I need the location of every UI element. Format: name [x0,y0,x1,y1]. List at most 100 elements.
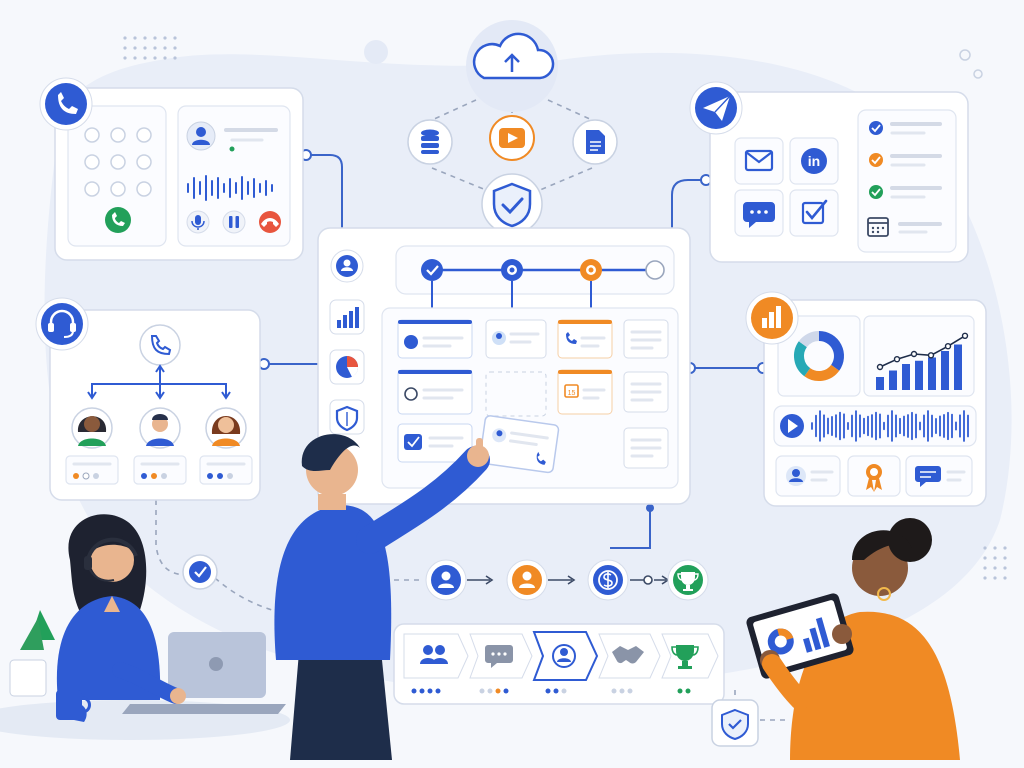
shield-icon [335,405,359,432]
hang-up-button[interactable] [259,211,281,233]
kanban-card-call[interactable] [557,319,613,359]
agent-man-avatar[interactable] [139,407,181,449]
headset-icon [49,309,75,327]
dot-grid-top-left [123,36,177,60]
central-crm-board: 15 [317,227,691,505]
chat-bubble-icon [743,202,775,228]
messaging-panel: in [689,81,969,263]
trophy-icon [681,572,695,591]
journey-step-won[interactable] [667,559,709,601]
pipeline-step-pending[interactable] [645,260,665,280]
keypad[interactable] [84,127,152,197]
analytics-chat-tile[interactable] [905,455,973,497]
journey-step-lead[interactable] [425,559,467,601]
customer-journey-steps [425,559,709,601]
support-agent-person [0,514,290,740]
audio-player-waveform [811,410,969,442]
sidebar-pie-chart-button[interactable] [329,349,365,385]
security-node[interactable] [481,173,543,235]
pause-button[interactable] [222,210,246,234]
kanban-card-lead[interactable] [397,319,473,359]
analyst-person [746,518,960,760]
database-node[interactable] [407,119,453,165]
pipeline-step-in-progress[interactable] [580,259,602,281]
kanban-card-meeting[interactable]: 15 [557,369,613,415]
kanban-card-task[interactable] [397,369,473,415]
kanban-card-note[interactable] [623,319,669,359]
pipeline-step-done[interactable] [421,259,443,281]
video-node[interactable] [489,115,535,161]
stage-closed-won[interactable] [661,633,719,694]
checkbox-icon [801,201,825,225]
trophy-icon-stage [676,645,694,669]
journey-step-prospect[interactable] [506,559,548,601]
bar-mark [954,344,962,390]
database-icon [421,129,439,154]
donut-slice [804,364,840,381]
cloud-hub [407,20,618,235]
messaging-badge [689,81,743,135]
hang-up-icon [261,218,279,227]
bar-mark [941,351,949,390]
bar-mark [915,360,923,390]
agent-woman-2-avatar[interactable] [205,407,247,449]
donut-chart [794,331,844,381]
agent-woman-avatar[interactable] [71,407,113,449]
checkpoint-shield[interactable] [711,699,759,747]
donut-slice [818,331,844,371]
linkedin-icon [801,148,827,174]
kanban-empty-slot[interactable] [485,371,547,417]
sidebar-user-button[interactable] [330,249,364,283]
dragged-contact-card[interactable] [479,415,560,474]
kanban-card-note-3[interactable] [623,427,669,469]
analytics-user-tile[interactable] [775,455,841,497]
audio-waveform [187,175,273,201]
caller-avatar [186,121,216,151]
kanban-card-contact[interactable] [485,319,547,359]
pipeline-step-active[interactable] [501,259,523,281]
task-channel[interactable] [789,189,839,237]
calendar-icon [867,217,889,237]
call-answer-button[interactable] [105,207,131,233]
journey-step-deal[interactable] [587,559,629,601]
kanban-cards: 15 [397,319,669,474]
checklist [867,121,942,237]
trend-point [876,363,884,371]
stage-contact-active[interactable] [532,631,599,694]
phone-answer-icon [112,212,125,226]
routing-root-node[interactable] [139,324,181,366]
microphone-button[interactable] [186,210,210,234]
agent-status-cards [65,455,253,485]
team-icon [420,645,448,664]
analytics-panel [745,291,987,507]
dollar-coin-icon [598,570,618,590]
stage-team[interactable] [403,633,469,694]
trend-point [927,352,935,359]
bar-mark [928,357,936,390]
linkedin-channel[interactable]: in [789,137,839,185]
handshake-icon [612,646,644,664]
stage-conversation[interactable] [469,633,533,694]
bar-mark [876,377,884,390]
bar-trend-chart [876,332,969,390]
sidebar-shield-button[interactable] [329,399,365,435]
checkpoint-check[interactable] [182,554,218,590]
email-channel[interactable] [734,137,784,185]
document-node[interactable] [572,119,618,165]
audio-player[interactable] [773,405,977,447]
kanban-card-email[interactable] [397,423,473,463]
kanban-card-note-2[interactable] [623,371,669,413]
pipeline-progress [421,259,665,316]
check-circle-icon [189,561,211,583]
sidebar-bar-chart-button[interactable] [329,299,365,335]
bar-mark [889,370,897,390]
trend-point [910,350,918,358]
analytics-award-tile[interactable] [847,455,901,497]
shield-check-icon [492,182,532,228]
phone-badge [39,77,93,131]
analytics-badge [745,291,799,345]
stage-negotiation[interactable] [598,633,661,694]
board-sidebar [329,249,365,435]
chat-channel[interactable] [734,189,784,237]
